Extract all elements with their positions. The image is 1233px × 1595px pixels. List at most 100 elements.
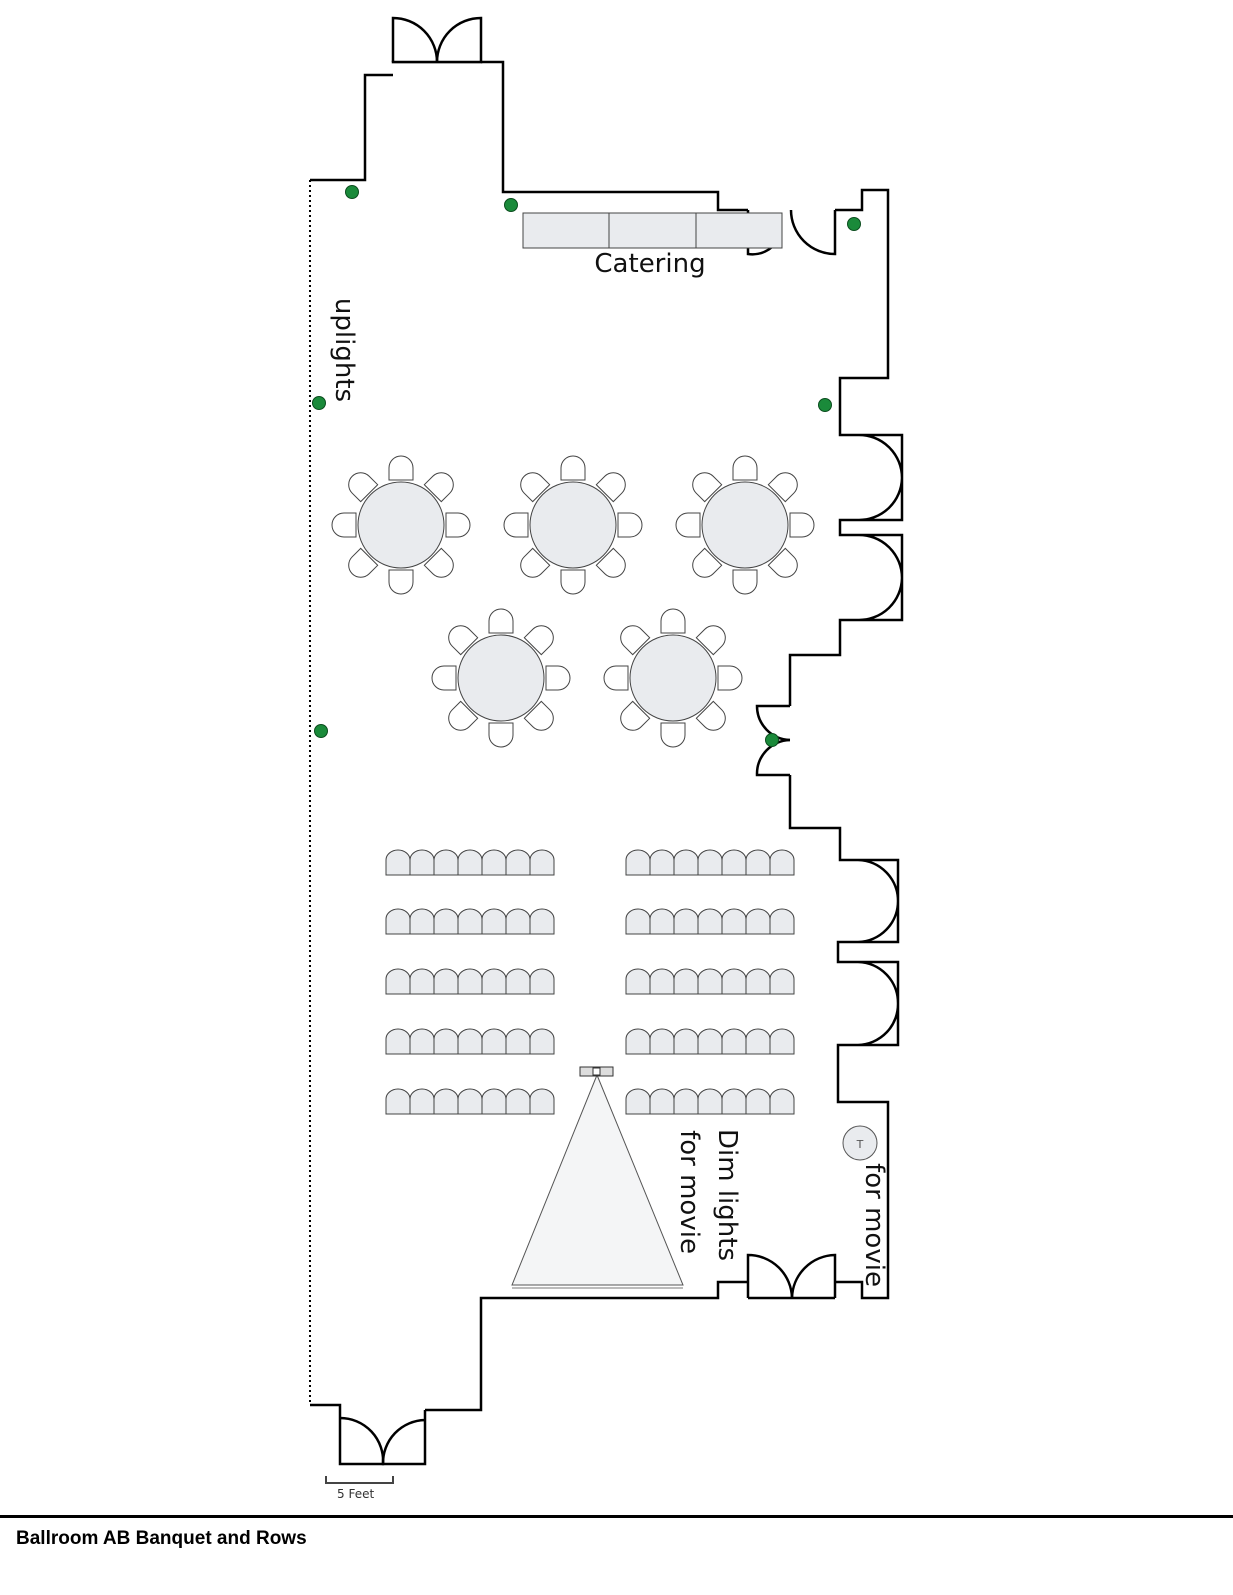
chair [717,665,743,691]
chair [695,625,726,656]
chair [448,625,479,656]
chair [388,455,414,481]
chair [732,569,758,595]
door-right-small [755,704,791,777]
chair [505,849,531,876]
chair-row [625,968,795,995]
chair [503,512,529,538]
chair [649,1028,675,1055]
page-title: Ballroom AB Banquet and Rows [16,1528,307,1549]
door-right-4 [857,960,900,1047]
door-right-3 [857,858,900,944]
chair [697,849,723,876]
chair-row [385,968,555,995]
door-top [391,16,483,64]
door-bottom [338,1410,427,1466]
uplight-icon [345,185,359,199]
scale-label: 5 Feet [337,1487,375,1501]
chair-row [385,908,555,935]
round-table [331,455,471,595]
chair [695,700,726,731]
chair [673,849,699,876]
chair [769,1028,795,1055]
room-wall [788,618,858,706]
chair [721,968,747,995]
projector-screen [511,1066,684,1289]
room-wall [835,188,890,437]
uplight-icon [765,733,779,747]
uplight-icon [312,396,326,410]
dim-lights-label: Dim lights [712,1129,742,1261]
uplight-icon [818,398,832,412]
chair [617,512,643,538]
chair [520,547,551,578]
room-wall [838,518,858,537]
door-right-1 [857,433,904,522]
room-wall [310,1403,342,1418]
chair [385,1028,411,1055]
chair [697,1088,723,1115]
chair [409,849,435,876]
chair [433,849,459,876]
chair [431,665,457,691]
chair [560,569,586,595]
chair [692,472,723,503]
chair [649,1088,675,1115]
chair [385,968,411,995]
chair [545,665,571,691]
chair [433,968,459,995]
chair [385,849,411,876]
chair [660,608,686,634]
chair [595,547,626,578]
room-wall [836,940,858,964]
chair [767,472,798,503]
for-movie-label-2: for movie [859,1163,889,1287]
chair-row [625,908,795,935]
chair [523,625,554,656]
chair [767,547,798,578]
chair [625,908,651,935]
chair-row [625,1088,795,1115]
chair [385,908,411,935]
chair [769,968,795,995]
chair [649,849,675,876]
chair [692,547,723,578]
chair [433,908,459,935]
chair [457,849,483,876]
chair [673,1088,699,1115]
light-switch-icon: T [842,1125,878,1161]
chair [457,1088,483,1115]
chair [560,455,586,481]
chair [625,1088,651,1115]
chair [481,908,507,935]
table-top [457,634,545,722]
chair-row [385,1028,555,1055]
chair-row [625,849,795,876]
chair [529,1088,555,1115]
chair [769,908,795,935]
chair [649,968,675,995]
chair [595,472,626,503]
chair [488,722,514,748]
chair [721,908,747,935]
chair-row [385,1088,555,1115]
uplight-icon [847,217,861,231]
chair [423,547,454,578]
catering-tables [522,212,783,249]
chair [433,1028,459,1055]
chair [745,908,771,935]
svg-text:T: T [856,1138,864,1151]
chair [745,1088,771,1115]
door-bottom-right [746,1253,837,1300]
chair [409,1088,435,1115]
door-right-2 [857,533,904,622]
chair [673,908,699,935]
chair [721,1028,747,1055]
table-top [529,481,617,569]
chair [529,908,555,935]
chair [505,1028,531,1055]
chair [721,849,747,876]
chair [620,625,651,656]
chair [445,512,471,538]
chair [603,665,629,691]
